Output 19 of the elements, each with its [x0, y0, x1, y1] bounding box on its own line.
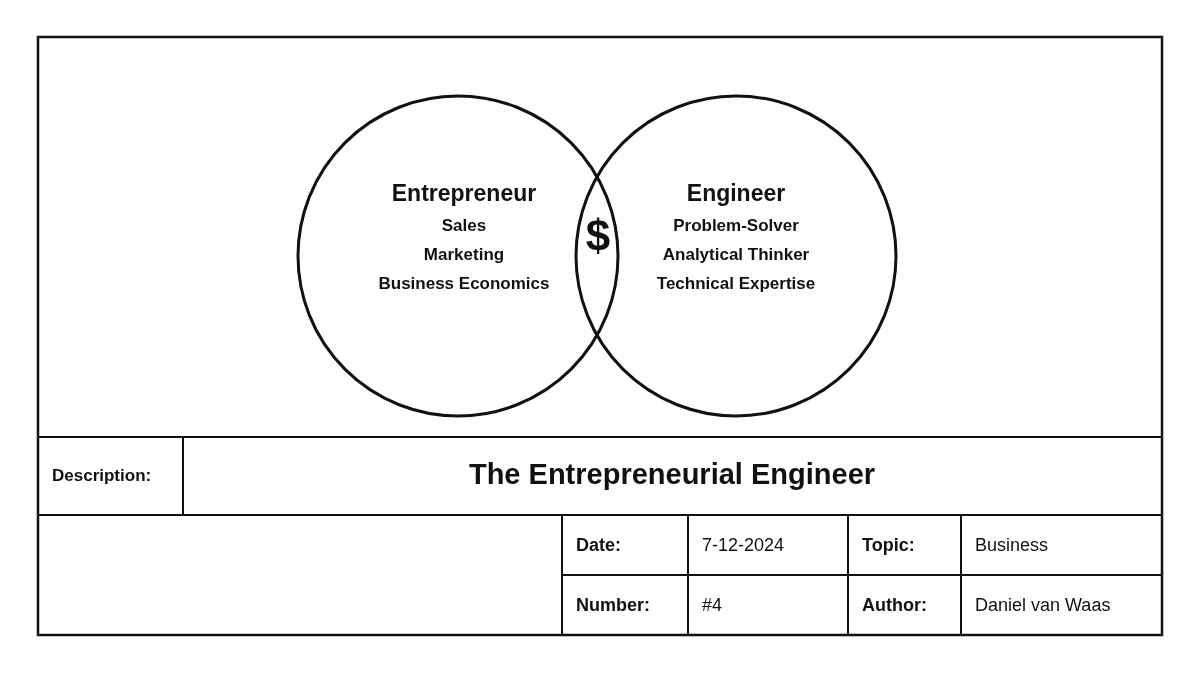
circle-heading: Entrepreneur [391, 180, 537, 207]
field-value: 7-12-2024 [702, 534, 785, 556]
circle-item: Problem-Solver [673, 216, 799, 236]
dollar-sign: $ [585, 211, 611, 261]
circle-item: Marketing [423, 245, 505, 265]
field-label: Topic: [862, 534, 915, 556]
circle-item: Technical Expertise [656, 274, 816, 294]
circle-item: Sales [441, 216, 487, 236]
field-label: Author: [862, 594, 927, 616]
field-value: #4 [702, 594, 723, 616]
title: The Entrepreneurial Engineer [468, 458, 876, 491]
circle-heading: Engineer [686, 180, 786, 207]
field-label: Description: [52, 466, 152, 486]
circle-item: Analytical Thinker [662, 245, 810, 265]
field-value: Business [975, 534, 1049, 556]
field-value: Daniel van Waas [975, 594, 1111, 616]
field-label: Number: [576, 594, 650, 616]
circle-item: Business Economics [378, 274, 550, 294]
field-label: Date: [576, 534, 621, 556]
